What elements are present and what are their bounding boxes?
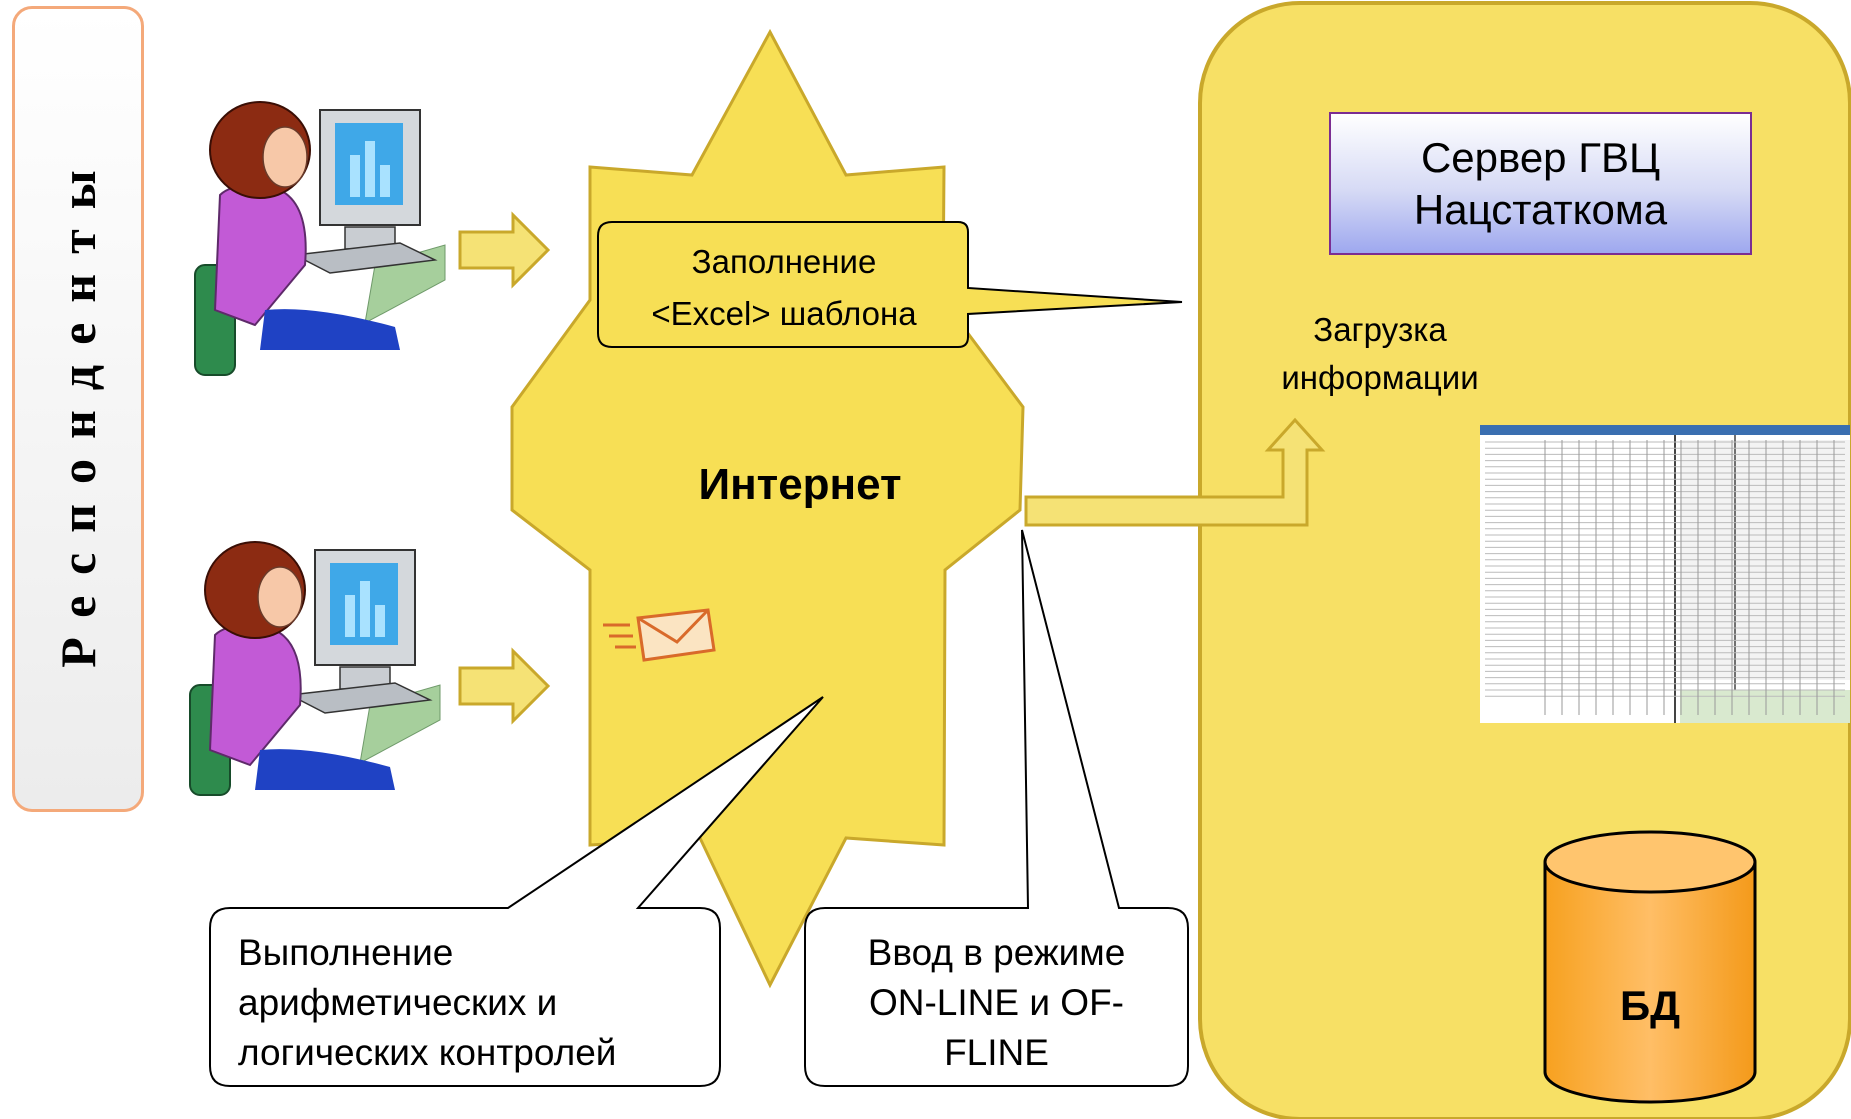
respondent-computer-icon: [189, 541, 441, 796]
excel-callout-bubble: [597, 221, 1183, 348]
internet-label: Интернет: [698, 460, 902, 509]
database-cylinder-icon: [1543, 830, 1757, 1104]
email-envelope-icon: [603, 608, 716, 662]
respondents-label-box: Респонденты: [12, 6, 144, 812]
upload-arrow: [1024, 417, 1326, 527]
arrow-respondent-2: [458, 647, 551, 725]
online-callout-bubble: [804, 529, 1189, 1087]
spreadsheet-thumbnail: [1480, 425, 1850, 723]
upload-label: Загрузка информации: [1281, 311, 1479, 396]
online-callout-text: Ввод в режиме ON-LINE и OF- FLINE: [867, 932, 1126, 1073]
arith-callout-text: Выполнение арифметических и логических к…: [238, 932, 617, 1073]
server-label: Сервер ГВЦ Нацстаткома: [1413, 133, 1668, 233]
db-label: БД: [1619, 982, 1681, 1029]
excel-callout-text: Заполнение <Excel> шаблона: [651, 243, 917, 332]
arith-callout-bubble: [209, 696, 824, 1087]
arrow-respondent-1: [458, 211, 551, 289]
server-box: Сервер ГВЦ Нацстаткома: [1329, 112, 1752, 255]
respondent-computer-icon: [194, 101, 446, 376]
